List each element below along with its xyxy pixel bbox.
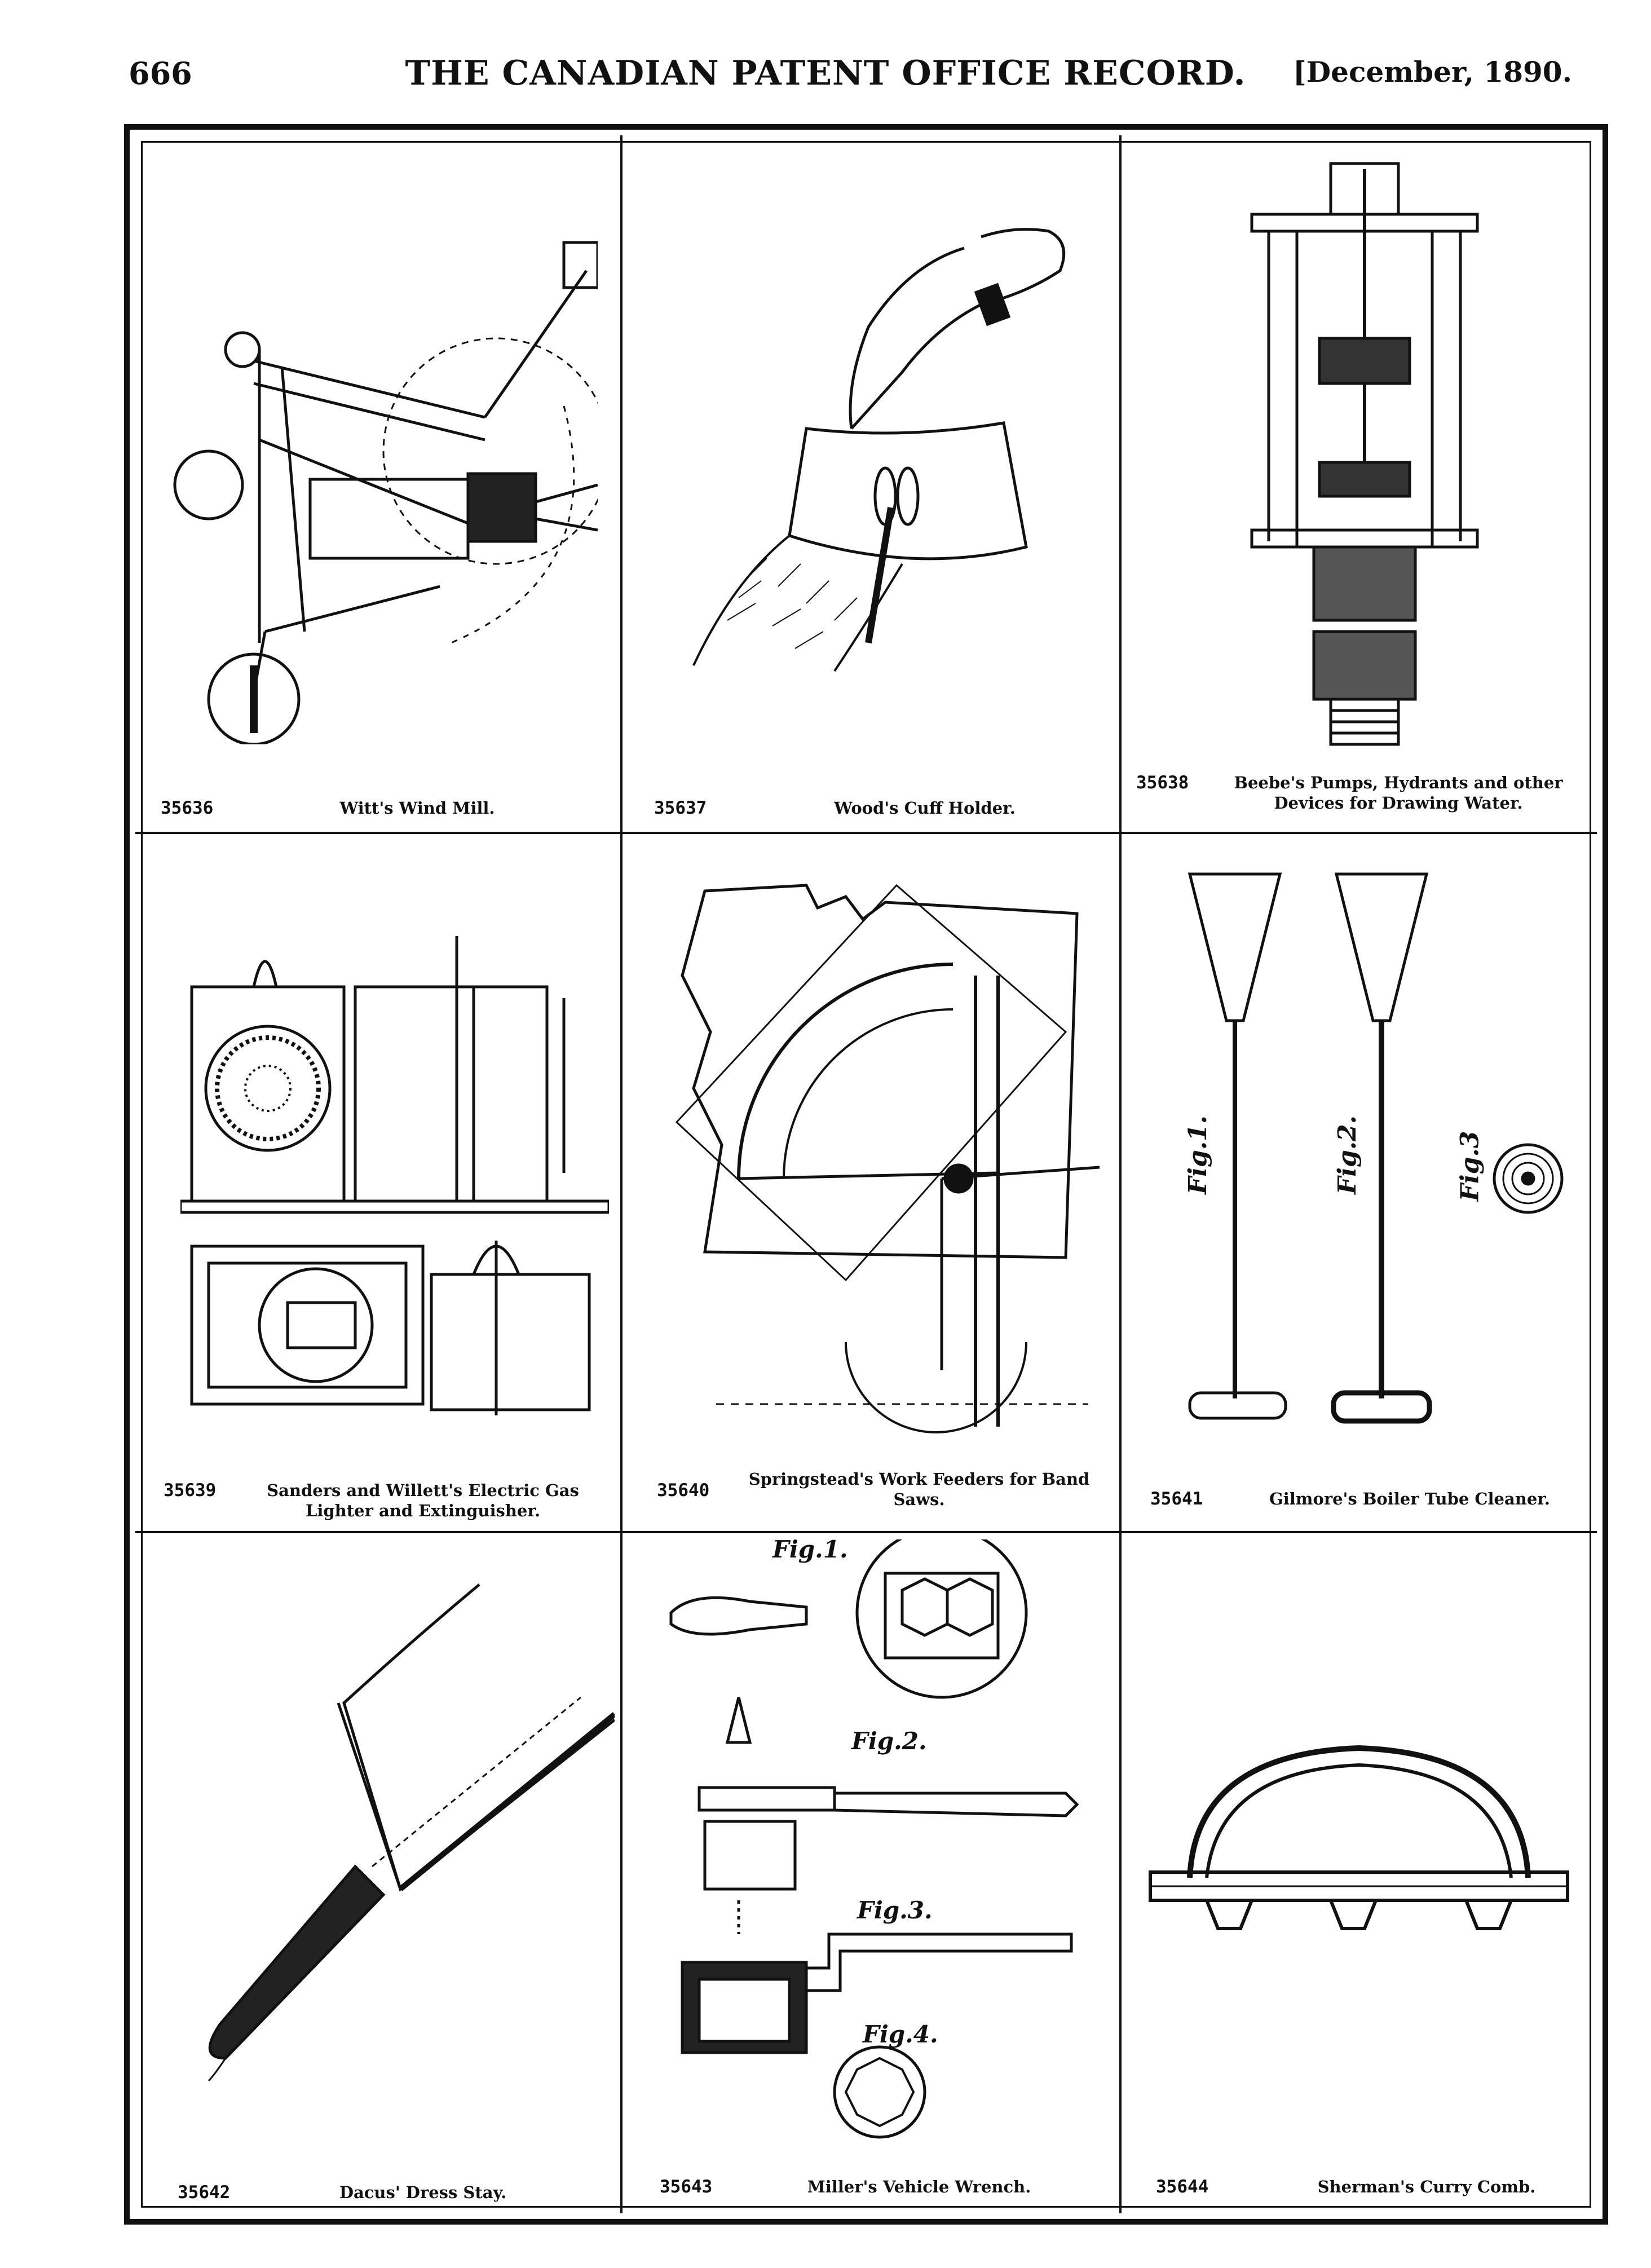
row-divider-2 [135, 1531, 1597, 1533]
patent-number-35644: 35644 [1156, 2177, 1209, 2197]
patent-number-35643: 35643 [660, 2177, 713, 2197]
publication-title: THE CANADIAN PATENT OFFICE RECORD. [405, 54, 1246, 93]
work-feeder-drawing [660, 863, 1105, 1460]
figure-label-boiler-fig1: Fig.1. [1183, 1115, 1212, 1194]
pump-drawing [1235, 158, 1494, 750]
patent-title-35641: Gilmore's Boiler Tube Cleaner. [1269, 1489, 1550, 1508]
gas-lighter-drawing [180, 914, 609, 1421]
boiler-tube-cleaner-drawing [1145, 863, 1596, 1427]
patent-title-35636: Witt's Wind Mill. [339, 798, 495, 818]
patent-number-35642: 35642 [178, 2182, 231, 2203]
vehicle-wrench-drawing [660, 1539, 1088, 2154]
patent-number-35640: 35640 [657, 1480, 710, 1501]
patent-number-35641: 35641 [1150, 1489, 1203, 1509]
patent-number-35637: 35637 [654, 798, 707, 818]
patent-number-35639: 35639 [164, 1480, 217, 1501]
patent-number-35638: 35638 [1136, 773, 1189, 793]
patent-title-35642: Dacus' Dress Stay. [339, 2183, 507, 2202]
plate-inner-border [141, 141, 1591, 2208]
patent-title-35643: Miller's Vehicle Wrench. [807, 2177, 1031, 2196]
figure-label-wrench-fig4: Fig.4. [863, 2020, 938, 2048]
figure-label-wrench-fig3: Fig.3. [857, 1896, 933, 1924]
plate-frame [124, 124, 1608, 2225]
patent-title-35644: Sherman's Curry Comb. [1317, 2177, 1536, 2196]
patent-number-35636: 35636 [161, 798, 214, 818]
cuff-holder-drawing [665, 214, 1071, 677]
issue-date: [December, 1890. [1293, 55, 1572, 89]
curry-comb-drawing [1139, 1742, 1579, 1979]
figure-label-boiler-fig2: Fig.2. [1332, 1115, 1362, 1194]
figure-label-boiler-fig3: Fig.3 [1455, 1131, 1485, 1202]
figure-label-wrench-fig2: Fig.2. [851, 1727, 927, 1755]
patent-title-35640: Springstead's Work Feeders for Band Saws… [748, 1470, 1090, 1509]
dress-stay-drawing [186, 1573, 615, 2081]
page-header: 666 THE CANADIAN PATENT OFFICE RECORD. [… [0, 0, 1651, 113]
wind-mill-drawing [169, 237, 598, 744]
column-divider-1 [620, 135, 623, 2213]
column-divider-2 [1119, 135, 1122, 2213]
patent-title-35637: Wood's Cuff Holder. [834, 798, 1016, 818]
page-number: 666 [129, 55, 192, 91]
figure-label-wrench-fig1: Fig.1. [772, 1535, 848, 1563]
patent-title-35638: Beebe's Pumps, Hydrants and other Device… [1234, 773, 1563, 813]
patent-title-35639: Sanders and Willett's Electric Gas Light… [267, 1481, 579, 1520]
row-divider-1 [135, 832, 1597, 834]
